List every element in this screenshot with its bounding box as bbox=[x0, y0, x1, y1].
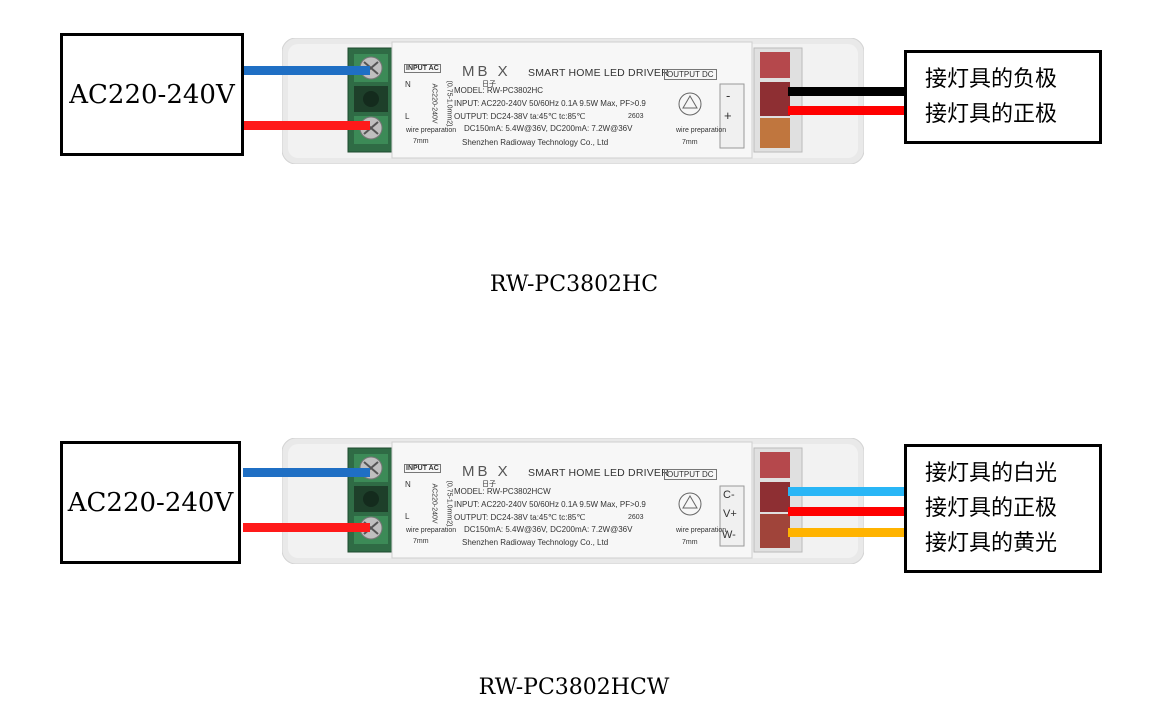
driver-title: SMART HOME LED DRIVER bbox=[528, 67, 669, 79]
wire-gauge-label: (0.75-1.0mm2) bbox=[445, 80, 453, 127]
brand-sub: 日子 bbox=[482, 81, 496, 88]
input-wire-l bbox=[243, 121, 370, 130]
ac-input-box: AC220-240V bbox=[60, 441, 241, 564]
terminal-v-plus: V+ bbox=[723, 508, 737, 520]
output-dc-label: OUTPUT DC bbox=[664, 469, 717, 480]
wire-gauge-label: (0.75-1.0mm2) bbox=[445, 480, 453, 527]
ac-input-label: AC220-240V bbox=[67, 487, 234, 518]
ac-range-label: AC220-240V bbox=[430, 83, 438, 124]
wire-prep-label: wire preparation bbox=[406, 127, 457, 134]
output-label-positive: 接灯具的正极 bbox=[925, 102, 1058, 127]
terminal-c-minus: C- bbox=[723, 489, 735, 501]
prep-length: 7mm bbox=[413, 538, 429, 545]
output-box-hcw: 接灯具的白光 接灯具的正极 接灯具的黄光 bbox=[904, 444, 1102, 573]
output-wire-negative bbox=[788, 87, 906, 96]
model-caption-hcw: RW-PC3802HCW bbox=[478, 675, 670, 700]
driver-title: SMART HOME LED DRIVER bbox=[528, 467, 669, 479]
output-box-hc: 接灯具的负极 接灯具的正极 bbox=[904, 50, 1102, 144]
input-ac-label: INPUT AC bbox=[404, 464, 441, 473]
prep-length-out: 7mm bbox=[682, 139, 698, 146]
prep-length-out: 7mm bbox=[682, 539, 698, 546]
driver-power-spec: DC150mA: 5.4W@36V, DC200mA: 7.2W@36V bbox=[464, 124, 633, 133]
output-label-negative: 接灯具的负极 bbox=[925, 67, 1058, 92]
input-wire-n bbox=[243, 66, 370, 75]
driver-input-spec: INPUT: AC220-240V 50/60Hz 0.1A 9.5W Max,… bbox=[454, 99, 646, 108]
terminal-n-label: N bbox=[405, 480, 411, 489]
output-wire-white bbox=[788, 487, 906, 496]
prep-length: 7mm bbox=[413, 138, 429, 145]
driver-output-spec: OUTPUT: DC24-38V ta:45℃ tc:85℃ bbox=[454, 112, 586, 121]
terminal-w-minus: W- bbox=[722, 529, 736, 541]
input-ac-label: INPUT AC bbox=[404, 64, 441, 73]
terminal-plus: + bbox=[724, 108, 732, 123]
ac-input-box: AC220-240V bbox=[60, 33, 244, 156]
model-caption-hc: RW-PC3802HC bbox=[489, 272, 659, 297]
driver-company: Shenzhen Radioway Technology Co., Ltd bbox=[462, 538, 609, 547]
driver-code: 2603 bbox=[628, 113, 644, 120]
driver-power-spec: DC150mA: 5.4W@36V, DC200mA: 7.2W@36V bbox=[464, 525, 633, 534]
brand-logo: MB X bbox=[462, 463, 511, 480]
driver-company: Shenzhen Radioway Technology Co., Ltd bbox=[462, 138, 609, 147]
driver-model: MODEL: RW-PC3802HCW bbox=[454, 487, 551, 496]
output-wire-yellow bbox=[788, 528, 906, 537]
terminal-n-label: N bbox=[405, 80, 411, 89]
terminal-minus: - bbox=[726, 88, 731, 103]
output-label-white: 接灯具的白光 bbox=[925, 461, 1058, 486]
driver-output-spec: OUTPUT: DC24-38V ta:45℃ tc:85℃ bbox=[454, 513, 586, 522]
output-dc-label: OUTPUT DC bbox=[664, 69, 717, 80]
brand-logo: MB X bbox=[462, 63, 511, 80]
output-label-yellow: 接灯具的黄光 bbox=[925, 531, 1058, 556]
ac-input-label: AC220-240V bbox=[69, 79, 235, 110]
driver-code: 2603 bbox=[628, 514, 644, 521]
wire-prep-label: wire preparation bbox=[406, 527, 457, 534]
driver-input-spec: INPUT: AC220-240V 50/60Hz 0.1A 9.5W Max,… bbox=[454, 500, 646, 509]
input-wire-l bbox=[243, 523, 370, 532]
brand-sub: 日子 bbox=[482, 481, 496, 488]
driver-model: MODEL: RW-PC3802HC bbox=[454, 86, 544, 95]
ac-range-label: AC220-240V bbox=[430, 483, 438, 524]
input-wire-n bbox=[243, 468, 370, 477]
output-wire-positive bbox=[788, 507, 906, 516]
wire-prep-label-out: wire preparation bbox=[676, 527, 727, 534]
terminal-l-label: L bbox=[405, 512, 410, 521]
terminal-l-label: L bbox=[405, 112, 410, 121]
wire-prep-label-out: wire preparation bbox=[676, 127, 727, 134]
output-wire-positive bbox=[788, 106, 906, 115]
output-label-positive: 接灯具的正极 bbox=[925, 496, 1058, 521]
led-driver-hcw bbox=[282, 438, 864, 564]
